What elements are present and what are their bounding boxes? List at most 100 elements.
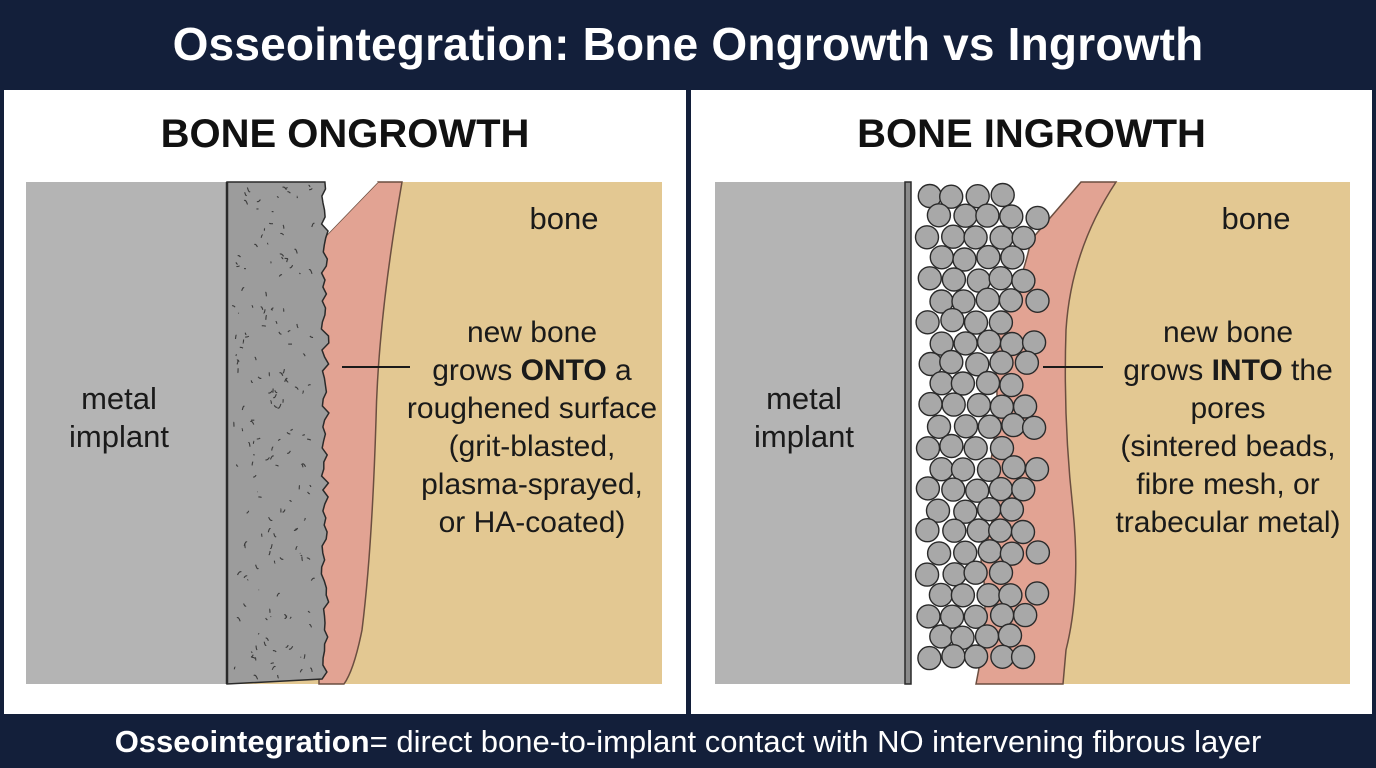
coating-speck <box>308 624 313 628</box>
sintered-bead <box>925 498 951 523</box>
coating-speck <box>273 405 278 408</box>
sintered-bead <box>917 266 943 291</box>
coating-speck <box>294 527 299 531</box>
coating-speck <box>280 232 285 236</box>
ingrowth-description: new bone grows INTO the pores (sintered … <box>1115 316 1341 539</box>
coating-speck <box>250 654 254 658</box>
ingrowth-implant-label: metal implant <box>754 381 854 454</box>
coating-speck <box>274 390 278 394</box>
coating-speck <box>237 255 241 258</box>
coating-speck <box>263 641 267 646</box>
coating-speck <box>244 192 248 197</box>
sintered-bead <box>1024 581 1050 606</box>
coating-speck <box>247 579 249 581</box>
sintered-bead <box>963 225 988 250</box>
sintered-bead <box>926 414 952 439</box>
coating-speck <box>309 667 313 672</box>
coating-speck <box>268 516 273 522</box>
coating-speck <box>253 674 259 680</box>
coating-speck <box>251 305 254 308</box>
coating-speck <box>303 517 306 521</box>
coating-speck <box>310 577 315 581</box>
sintered-bead <box>963 604 988 629</box>
coating-speck <box>246 510 250 514</box>
coating-speck <box>283 614 288 618</box>
sintered-bead <box>976 244 1001 270</box>
sintered-bead <box>915 310 940 335</box>
coating-speck <box>235 262 239 265</box>
coating-speck <box>270 662 274 665</box>
coating-speck <box>266 242 269 245</box>
coating-speck <box>252 474 257 478</box>
coating-speck <box>296 323 299 329</box>
coating-speck <box>273 533 277 538</box>
sintered-bead <box>976 583 1001 608</box>
coating-speck <box>286 258 289 263</box>
sintered-bead <box>990 182 1015 208</box>
coating-speck <box>236 359 239 365</box>
sintered-bead <box>1001 412 1026 438</box>
coating-speck <box>299 669 303 673</box>
sintered-bead <box>963 436 988 461</box>
coating-speck <box>243 575 248 579</box>
coating-speck <box>275 464 279 467</box>
coating-speck <box>255 645 258 651</box>
sintered-bead <box>926 203 952 228</box>
coating-speck <box>250 651 253 654</box>
coating-speck <box>277 438 281 442</box>
coating-speck <box>269 544 273 550</box>
sintered-bead <box>1000 245 1025 270</box>
ingrowth-bone-label: bone <box>1221 201 1291 236</box>
coating-speck <box>244 543 246 549</box>
sintered-bead <box>990 644 1015 669</box>
ingrowth-panel: BONE INGROWTH metal implant bone new bon… <box>691 90 1372 714</box>
sintered-bead <box>989 435 1015 461</box>
sintered-bead <box>974 624 1000 649</box>
coating-speck <box>307 384 311 386</box>
coating-speck <box>265 457 270 461</box>
coating-speck <box>300 463 304 468</box>
coating-speck <box>282 369 285 374</box>
coating-speck <box>233 666 236 670</box>
sintered-bead <box>929 371 954 396</box>
coating-speck <box>282 186 287 191</box>
sintered-bead <box>989 350 1014 375</box>
sintered-bead <box>1025 205 1050 231</box>
ingrowth-metal-implant <box>715 182 909 684</box>
coating-speck <box>243 199 249 205</box>
coating-speck <box>279 557 284 560</box>
sintered-bead <box>988 476 1014 502</box>
sintered-bead <box>966 392 992 418</box>
sintered-bead <box>976 457 1002 482</box>
coating-speck <box>236 265 240 268</box>
coating-speck <box>307 610 311 613</box>
sintered-bead <box>914 225 940 250</box>
coating-speck <box>269 400 273 404</box>
coating-speck <box>263 309 266 314</box>
coating-speck <box>249 420 255 425</box>
coating-speck <box>271 446 274 451</box>
sintered-bead <box>950 371 976 396</box>
sintered-bead <box>1001 455 1026 480</box>
coating-speck <box>279 253 285 257</box>
sintered-bead <box>942 562 967 587</box>
sintered-bead <box>953 540 978 565</box>
sintered-bead <box>950 457 976 482</box>
sintered-bead <box>977 539 1002 564</box>
coating-speck <box>268 550 271 556</box>
coating-speck <box>286 450 291 454</box>
sintered-bead <box>975 370 1001 396</box>
coating-speck <box>277 403 282 409</box>
coating-speck <box>265 637 269 641</box>
page-title: Osseointegration: Bone Ongrowth vs Ingro… <box>172 18 1204 70</box>
sintered-bead <box>1024 457 1050 482</box>
sintered-bead <box>929 245 955 270</box>
coating-speck <box>309 335 314 338</box>
sintered-bead <box>1011 268 1036 294</box>
coating-speck <box>308 269 313 274</box>
sintered-bead <box>977 497 1002 522</box>
coating-speck <box>273 560 276 564</box>
coating-speck <box>276 196 279 199</box>
sintered-bead <box>1010 519 1036 545</box>
coating-speck <box>308 188 313 191</box>
